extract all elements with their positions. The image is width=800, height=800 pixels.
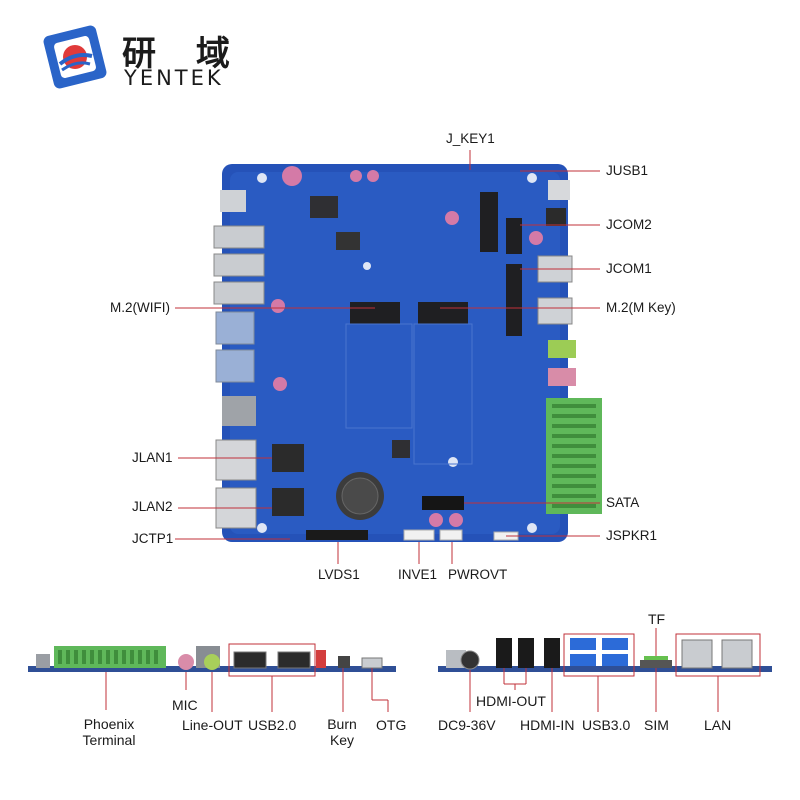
label-usb20: USB2.0: [248, 717, 297, 733]
label-phoenix-line2: Terminal: [82, 732, 136, 748]
hdmi-out-port: [518, 638, 534, 668]
label-lvds1: LVDS1: [318, 567, 360, 582]
mount-hole: [363, 262, 371, 270]
label-sim: SIM: [644, 717, 669, 733]
dc-jack: [460, 650, 480, 670]
mount-hole: [257, 173, 267, 183]
lvds-connector: [306, 530, 368, 540]
hdmi-port: [213, 225, 265, 249]
label-jlan1: JLAN1: [132, 450, 173, 465]
usb-port: [215, 349, 255, 383]
hdmi-out-port: [496, 638, 512, 668]
port-top: [220, 190, 246, 212]
usb30-port: [570, 654, 596, 666]
label-m2-mkey: M.2(M Key): [606, 300, 676, 315]
line-out-jack: [204, 654, 220, 670]
right-io-board: [438, 666, 772, 672]
brand-logo: [40, 22, 110, 92]
label-sata: SATA: [606, 495, 640, 510]
mount-hole: [527, 523, 537, 533]
tf-slot: [644, 656, 668, 660]
usb-port: [537, 297, 573, 325]
m2-slot-wifi: [350, 302, 400, 324]
sim-slot-side: [640, 660, 672, 668]
label-mic: MIC: [172, 697, 198, 713]
hdmi-port: [213, 281, 265, 305]
yentek-logo-icon: [43, 25, 107, 89]
mic-jack: [178, 654, 194, 670]
label-burn-line1: Burn: [327, 716, 357, 732]
mount-hole: [257, 523, 267, 533]
label-pwrovt: PWROVT: [448, 567, 508, 582]
lan-port-side: [681, 639, 713, 669]
label-phoenix-line1: Phoenix: [83, 716, 135, 732]
burn-key: [338, 656, 350, 668]
label-burn-line2: Key: [329, 732, 355, 748]
sata-connector: [422, 496, 464, 510]
label-jlan2: JLAN2: [132, 499, 173, 514]
usb30-port: [602, 654, 628, 666]
label-burn-key: Burn Key: [318, 716, 366, 748]
mount-hole: [527, 173, 537, 183]
otg-port: [361, 657, 383, 669]
label-j-key1: J_KEY1: [446, 131, 495, 146]
brand-name-cn: 研 域: [122, 34, 244, 74]
usb30-port: [570, 638, 596, 650]
audio-jack-green: [548, 340, 576, 358]
label-hdmi-out: HDMI-OUT: [476, 693, 546, 709]
usb30-port: [602, 638, 628, 650]
label-line-out: Line-OUT: [182, 717, 243, 733]
usb20-port: [277, 651, 311, 669]
label-lan: LAN: [704, 717, 732, 733]
usb30-highlight: [563, 633, 635, 677]
audio-jack-pink: [548, 368, 576, 386]
label-usb30: USB3.0: [582, 717, 631, 733]
usb20-port: [233, 651, 267, 669]
brand-name-en: YENTEK: [124, 66, 224, 90]
label-jctp1: JCTP1: [132, 531, 174, 546]
label-tf: TF: [648, 611, 666, 627]
lan-port-side: [721, 639, 753, 669]
label-jcom2: JCOM2: [606, 217, 652, 232]
label-otg: OTG: [376, 717, 407, 733]
mount-hole: [448, 457, 458, 467]
label-jspkr1: JSPKR1: [606, 528, 658, 543]
hdmi-in-port: [544, 638, 560, 668]
m2-slot-mkey: [418, 302, 468, 324]
lan-port-1: [215, 439, 257, 481]
label-jusb1: JUSB1: [606, 163, 649, 178]
label-dc: DC9-36V: [438, 717, 496, 733]
label-phoenix-terminal: Phoenix Terminal: [72, 716, 146, 748]
label-m2-wifi: M.2(WIFI): [110, 300, 170, 315]
hdmi-port: [213, 253, 265, 277]
sim-slot: [222, 396, 256, 426]
usb-port: [215, 311, 255, 345]
label-jcom1: JCOM1: [606, 261, 652, 276]
label-hdmi-in: HDMI-IN: [520, 717, 575, 733]
label-inve1: INVE1: [398, 567, 438, 582]
